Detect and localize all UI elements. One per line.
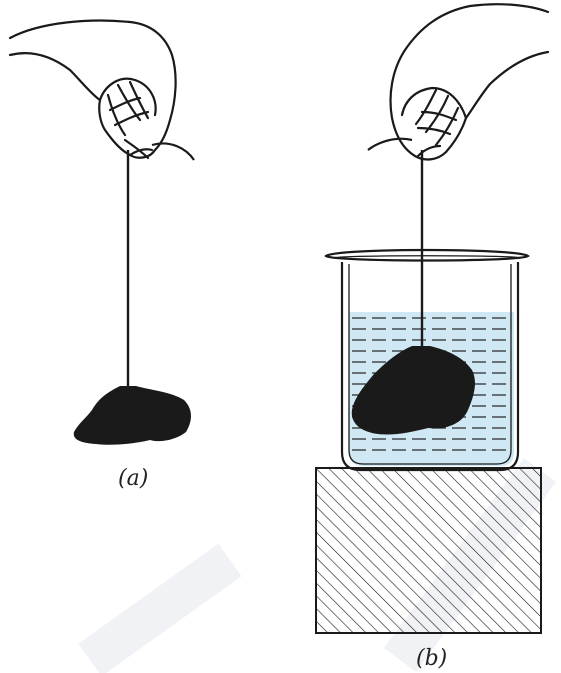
caption-a: (a): [118, 466, 148, 491]
thread-end-b: [367, 137, 413, 151]
hand-icon: [389, 3, 550, 161]
stone-icon: [73, 386, 191, 445]
caption-b: (b): [416, 646, 447, 671]
stand-block-icon: [315, 467, 542, 634]
hand-icon: [8, 19, 177, 160]
beaker-icon: [324, 248, 530, 472]
thread-end-a: [151, 142, 195, 161]
setup-b: (b): [315, 3, 550, 671]
setup-a: (a): [8, 19, 195, 491]
stone-icon: [351, 346, 475, 435]
